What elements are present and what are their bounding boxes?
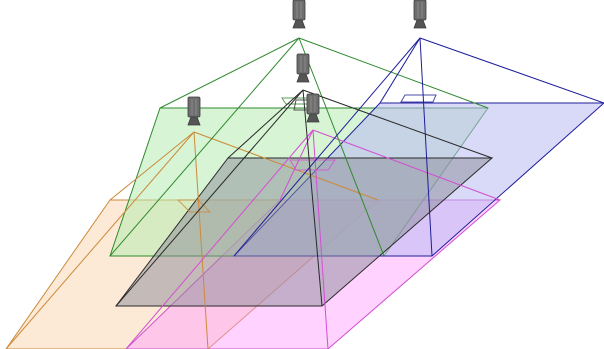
frustum-line-blue-1 bbox=[419, 37, 604, 104]
frustum-line-orange-1 bbox=[193, 131, 379, 201]
frustum-line-green-0 bbox=[159, 37, 300, 109]
camera-body-orange bbox=[187, 96, 201, 118]
camera-body-black bbox=[296, 53, 310, 75]
frustum-line-green-3 bbox=[109, 37, 300, 257]
frustum-line-magenta-1 bbox=[312, 129, 501, 201]
camera-lens-orange bbox=[187, 116, 201, 126]
camera-body-magenta bbox=[306, 93, 320, 115]
camera-lens-magenta bbox=[306, 113, 320, 123]
camera-body-blue bbox=[413, 0, 427, 21]
frustum-line-black-0 bbox=[227, 89, 304, 159]
security-camera-icon bbox=[187, 96, 201, 126]
camera-lens-black bbox=[296, 73, 310, 83]
camera-lens-blue bbox=[413, 19, 427, 29]
view-frustum-lines bbox=[5, 37, 604, 349]
frustum-line-magenta-2 bbox=[312, 129, 329, 349]
camera-body-green bbox=[292, 0, 306, 21]
frustum-line-blue-3 bbox=[233, 37, 421, 257]
coverage-regions bbox=[5, 102, 604, 349]
security-camera-icon bbox=[296, 53, 310, 83]
cameras bbox=[187, 0, 427, 126]
frustum-line-green-1 bbox=[298, 37, 489, 109]
frustum-line-blue-2 bbox=[419, 37, 433, 257]
security-camera-icon bbox=[306, 93, 320, 123]
frustum-line-orange-0 bbox=[109, 131, 195, 201]
near-plane-blue bbox=[400, 94, 437, 103]
frustum-line-black-3 bbox=[115, 89, 304, 307]
frustum-line-orange-2 bbox=[193, 131, 209, 349]
frustum-line-magenta-3 bbox=[125, 129, 314, 349]
camera-lens-green bbox=[292, 19, 306, 29]
frustum-line-green-2 bbox=[298, 37, 385, 257]
near-plane-orange bbox=[176, 199, 212, 213]
security-camera-icon bbox=[292, 0, 306, 29]
frustum-line-orange-3 bbox=[5, 131, 195, 349]
frustum-line-black-1 bbox=[302, 89, 493, 159]
near-plane-magenta bbox=[289, 159, 336, 171]
frustum-line-black-2 bbox=[302, 89, 323, 307]
security-camera-icon bbox=[413, 0, 427, 29]
frustum-line-blue-0 bbox=[379, 37, 421, 104]
